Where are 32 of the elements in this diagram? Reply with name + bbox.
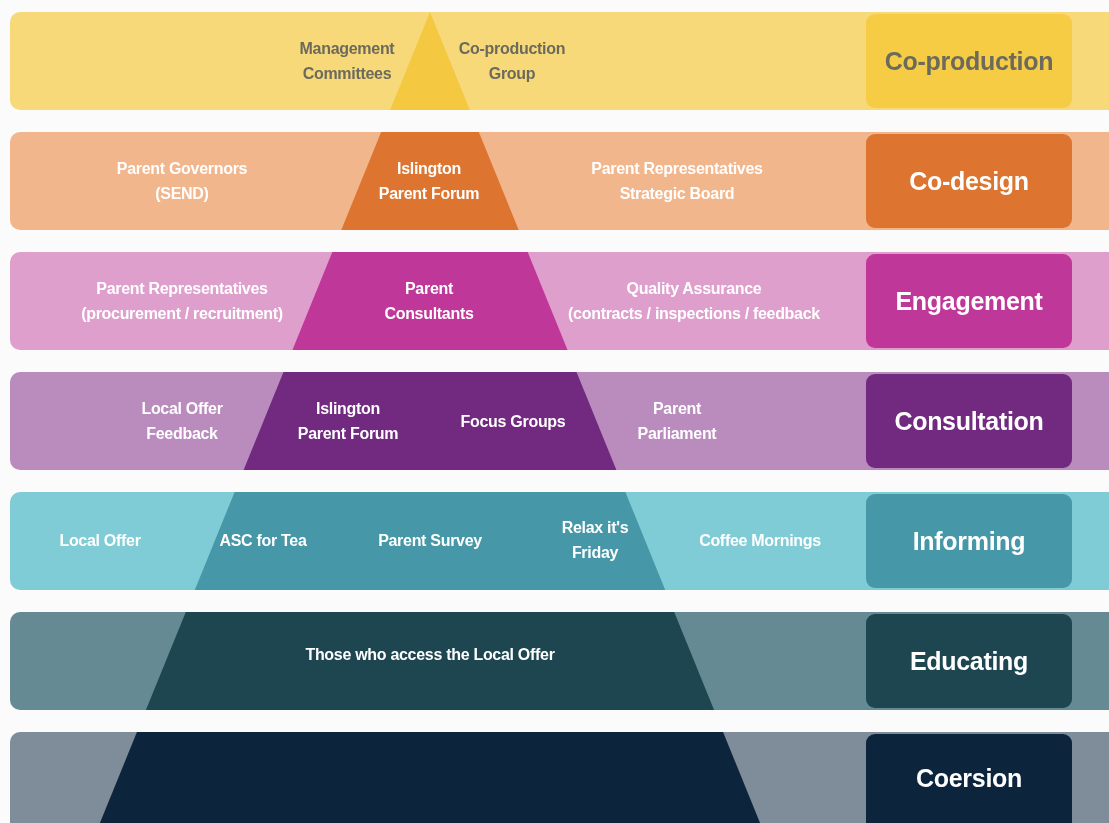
pyramid-tier-drawing <box>10 372 1109 470</box>
level-label: Informing <box>866 494 1072 588</box>
pyramid-tier-drawing <box>10 612 1109 710</box>
pyramid-item-label: Local Offer <box>59 530 141 551</box>
pyramid-tier-drawing <box>10 252 1109 350</box>
pyramid-tier-drawing <box>10 732 1109 823</box>
level-label: Educating <box>866 614 1072 708</box>
level-label: Engagement <box>866 254 1072 348</box>
pyramid-item-label: Quality Assurance (contracts / inspections / feedback <box>568 279 820 324</box>
pyramid-item-label: Islington Parent Forum <box>378 159 480 204</box>
pyramid-item-label: ASC for Tea <box>219 530 307 551</box>
pyramid-item-label: Parent Governors (SEND) <box>116 159 248 204</box>
pyramid-item-label: Parent Representatives Strategic Board <box>591 159 763 204</box>
pyramid-tier-drawing <box>10 492 1109 590</box>
pyramid-item-label: Local Offer Feedback <box>141 399 223 444</box>
pyramid-item-label: Parent Representatives (procurement / recruitment) <box>81 279 283 324</box>
level-label: Co-design <box>866 134 1072 228</box>
pyramid-item-label: Co-production Group <box>458 39 566 84</box>
pyramid-item-label: Islington Parent Forum <box>297 399 399 444</box>
level-label: Co-production <box>866 14 1072 108</box>
pyramid-item-label: Relax it's Friday <box>561 518 629 563</box>
pyramid-tier-drawing <box>10 132 1109 230</box>
pyramid-item-label: Parent Consultants <box>384 279 474 324</box>
pyramid-item-label: Coffee Mornings <box>699 530 821 551</box>
pyramid-item-label: Parent Parliament <box>637 399 717 444</box>
level-label: Coersion <box>866 734 1072 823</box>
pyramid-tier-drawing <box>10 12 1109 110</box>
pyramid-item-label: Management Committees <box>299 39 395 84</box>
pyramid-item-label: Focus Groups <box>460 411 566 432</box>
pyramid-item-label: Parent Survey <box>378 530 482 551</box>
pyramid-item-label: Those who access the Local Offer <box>305 644 555 665</box>
level-label: Consultation <box>866 374 1072 468</box>
